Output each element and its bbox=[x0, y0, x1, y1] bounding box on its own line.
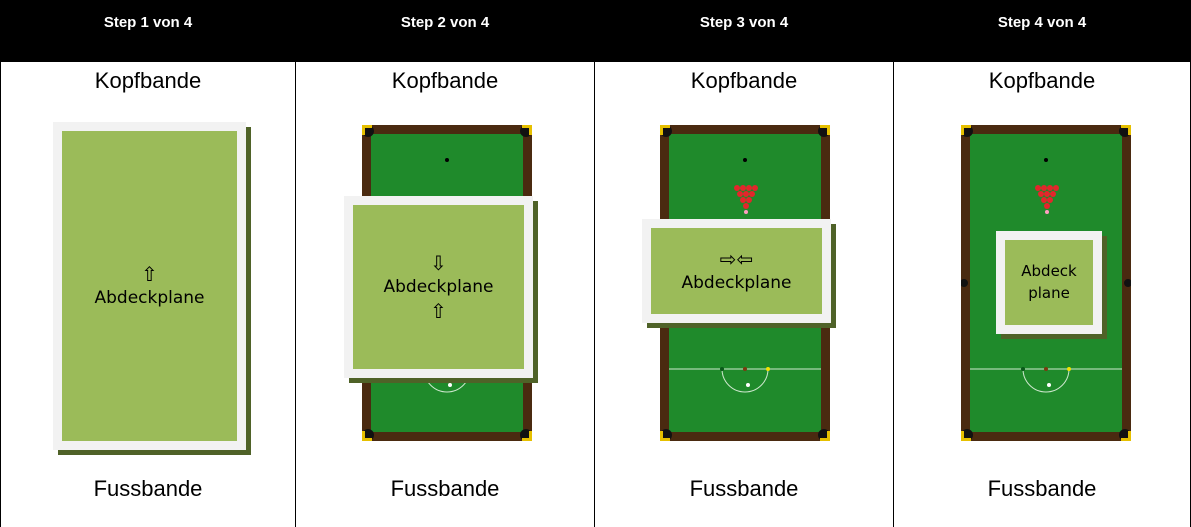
step-header: Step 2 von 4 bbox=[296, 0, 594, 62]
step-column-4: Step 4 von 4 Kopfbande bbox=[894, 0, 1191, 527]
cover-plane: ⇩ Abdeckplane ⇧ bbox=[344, 196, 533, 378]
cover-plane: ⇧ Abdeckplane bbox=[53, 122, 246, 450]
step-column-3: Step 3 von 4 Kopfbande bbox=[595, 0, 894, 527]
head-rail-label: Kopfbande bbox=[690, 68, 798, 93]
step-column-2: Step 2 von 4 Kopfbande ⇩ Abdeckplane ⇧ F… bbox=[296, 0, 595, 527]
step-header: Step 4 von 4 bbox=[894, 0, 1190, 62]
cover-plane-label-line2: plane bbox=[1028, 283, 1070, 302]
foot-rail-label: Fussbande bbox=[390, 476, 500, 501]
right-left-arrows-icon: ⇨⇦ bbox=[719, 246, 754, 271]
cover-plane-label: Abdeckplane bbox=[383, 276, 494, 297]
cover-plane-label-line1: Abdeck bbox=[1021, 261, 1077, 280]
head-rail-label: Kopfbande bbox=[94, 68, 202, 93]
foot-rail-label: Fussbande bbox=[93, 476, 203, 501]
cover-plane-label: Abdeckplane bbox=[681, 272, 792, 293]
up-arrow-icon: ⇧ bbox=[141, 261, 158, 286]
foot-rail-label: Fussbande bbox=[987, 476, 1097, 501]
step-header: Step 1 von 4 bbox=[1, 0, 295, 62]
cover-plane: Abdeck plane bbox=[996, 231, 1102, 334]
foot-rail-label: Fussbande bbox=[689, 476, 799, 501]
head-rail-label: Kopfbande bbox=[391, 68, 499, 93]
down-arrow-icon: ⇩ bbox=[430, 250, 447, 275]
step-column-1: Step 1 von 4 Kopfbande ⇧ Abdeckplane Fus… bbox=[0, 0, 296, 527]
up-arrow-icon: ⇧ bbox=[430, 299, 447, 324]
head-rail-label: Kopfbande bbox=[988, 68, 1096, 93]
cover-plane-label: Abdeckplane bbox=[94, 287, 205, 308]
step-header: Step 3 von 4 bbox=[595, 0, 893, 62]
cover-plane: ⇨⇦ Abdeckplane bbox=[642, 219, 831, 323]
